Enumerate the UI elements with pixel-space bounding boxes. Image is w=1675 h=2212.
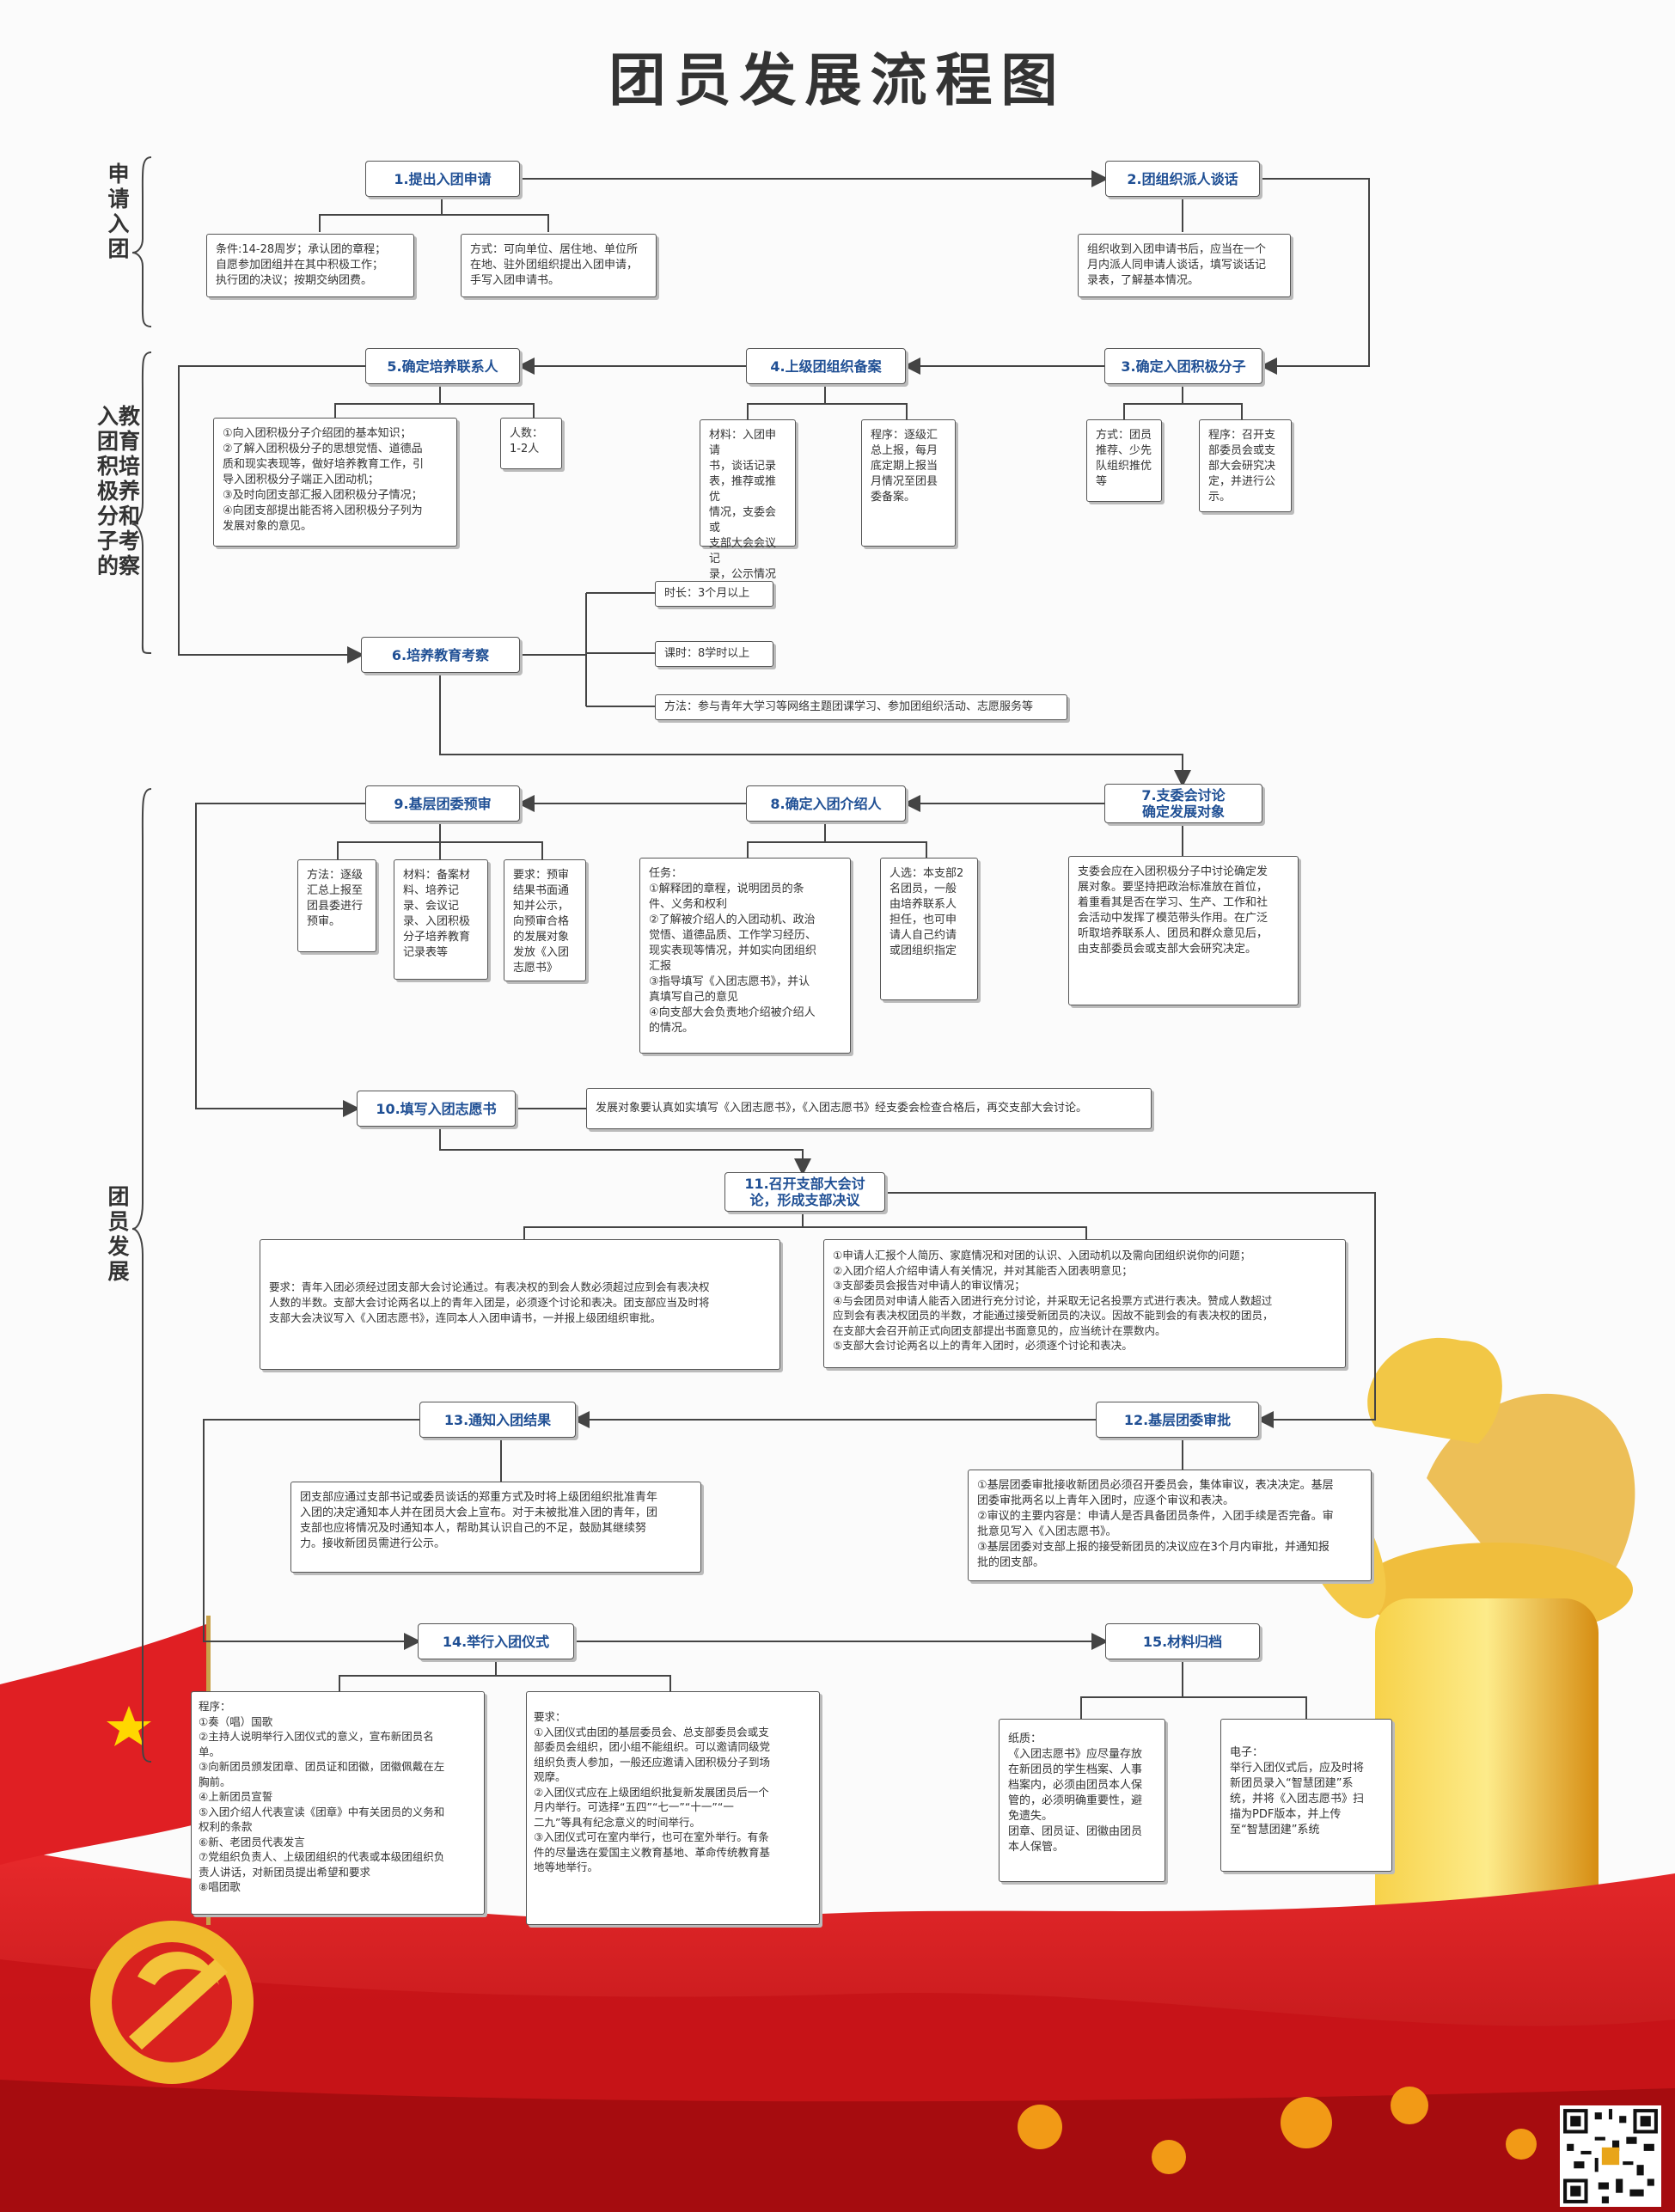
step14-requirement-box: 要求： ①入团仪式由团的基层委员会、总支部委员会或支 部委员会组织，团小组不能组…	[526, 1691, 820, 1925]
step-node-4: 4.上级团组织备案	[746, 348, 906, 384]
step-node-15: 15.材料归档	[1105, 1623, 1260, 1659]
step-node-1: 1.提出入团申请	[365, 161, 520, 197]
step1-conditions-box: 条件:14-28周岁；承认团的章程； 自愿参加团组并在其中积极工作； 执行团的决…	[206, 234, 414, 297]
step-node-9: 9.基层团委预审	[365, 785, 520, 822]
step10-detail-box: 发展对象要认真如实填写《入团志愿书》，《入团志愿书》经支委会检查合格后，再交支部…	[586, 1088, 1152, 1129]
stage-label-apply: 申 请 入 团	[107, 162, 130, 261]
step6-methods-box: 方法：参与青年大学习等网络主题团课学习、参加团组织活动、志愿服务等	[655, 694, 1067, 720]
step13-detail-box: 团支部应通过支部书记或委员谈话的郑重方式及时将上级团组织批准青年 入团的决定通知…	[290, 1482, 701, 1573]
step12-detail-box: ①基层团委审批接收新团员必须召开委员会，集体审议，表决决定。基层 团委审批两名以…	[968, 1470, 1372, 1581]
step-node-13: 13.通知入团结果	[419, 1402, 576, 1438]
step-node-8: 8.确定入团介绍人	[746, 785, 906, 822]
qr-code-icon	[1560, 2105, 1661, 2207]
page-title: 团员发展流程图	[608, 47, 1067, 113]
party-emblem-icon	[90, 1921, 254, 2084]
step-node-3: 3.确定入团积极分子	[1104, 348, 1262, 384]
step8-candidate-box: 人选：本支部2 名团员，一般 由培养联系人 担任，也可申 请人自己约请 或团组织…	[880, 858, 978, 1000]
step-node-5: 5.确定培养联系人	[365, 348, 520, 384]
step9-method-box: 方法：逐级 汇总上报至 团县委进行 预审。	[297, 859, 376, 952]
step7-detail-box: 支委会应在入团积极分子中讨论确定发 展对象。要坚持把政治标准放在首位， 着重看其…	[1068, 856, 1299, 1005]
step3-method-box: 方式：团员 推荐、少先 队组织推优 等	[1086, 419, 1162, 502]
step-node-11: 11.召开支部大会讨 论，形成支部决议	[724, 1172, 885, 1212]
step8-tasks-box: 任务： ①解释团的章程，说明团员的条 件、义务和权利 ②了解被介绍人的入团动机、…	[639, 858, 851, 1054]
step11-requirement-box: 要求：青年入团必须经过团支部大会讨论通过。有表决权的到会人数必须超过应到会有表决…	[260, 1239, 780, 1370]
step-node-6: 6.培养教育考察	[361, 637, 520, 673]
step-node-10: 10.填写入团志愿书	[357, 1091, 516, 1127]
step11-procedure-box: ①申请人汇报个人简历、家庭情况和对团的认识、入团动机以及需向团组织说你的问题； …	[823, 1239, 1346, 1368]
step5-duties-box: ①向入团积极分子介绍团的基本知识； ②了解入团积极分子的思想觉悟、道德品 质和现…	[213, 418, 457, 547]
step-node-2: 2.团组织派人谈话	[1105, 161, 1260, 197]
step5-count-box: 人数： 1-2人	[500, 418, 562, 469]
red-ribbon	[0, 1848, 1675, 2212]
stage-label-develop: 团 员 发 展	[107, 1184, 130, 1284]
step4-procedure-box: 程序：逐级汇 总上报，每月 底定期上报当 月情况至团县 委备案。	[861, 419, 956, 547]
step-node-12: 12.基层团委审批	[1096, 1402, 1259, 1438]
step2-talk-box: 组织收到入团申请书后，应当在一个 月内派人同申请人谈话，填写谈话记 录表，了解基…	[1078, 234, 1291, 297]
step6-hours-box: 课时：8学时以上	[655, 641, 773, 667]
step3-procedure-box: 程序：召开支 部委员会或支 部大会研究决 定，并进行公 示。	[1199, 419, 1292, 512]
chrysanthemum-icon	[1018, 2087, 1537, 2174]
step9-materials-box: 材料：备案材 料、培养记 录、会议记 录、入团积极 分子培养教育 记录表等	[394, 859, 488, 980]
stage-label-educate: 入教 团育 积培 极养 分和 子考 的察	[96, 404, 140, 578]
step4-materials-box: 材料：入团申请 书，谈话记录 表，推荐或推优 情况，支委会或 支部大会会议记 录…	[700, 419, 796, 612]
step-node-14: 14.举行入团仪式	[418, 1623, 574, 1659]
step6-duration-box: 时长：3个月以上	[655, 581, 773, 607]
step1-method-box: 方式：可向单位、居住地、单位所 在地、驻外团组织提出入团申请， 手写入团申请书。	[461, 234, 657, 297]
step14-procedure-box: 程序： ①奏（唱）国歌 ②主持人说明举行入团仪式的意义，宣布新团员名 单。 ③向…	[191, 1691, 485, 1915]
step9-requirement-box: 要求：预审 结果书面通 知并公示， 向预审合格 的发展对象 发放《入团 志愿书》	[504, 859, 586, 981]
step15-electronic-box: 电子： 举行入团仪式后，应及时将 新团员录入“智慧团建”系 统，并将《入团志愿书…	[1220, 1719, 1392, 1872]
step-node-7: 7.支委会讨论 确定发展对象	[1104, 784, 1262, 823]
step15-paper-box: 纸质： 《入团志愿书》应尽量存放 在新团员的学生档案、人事 档案内，必须由团员本…	[999, 1719, 1165, 1882]
